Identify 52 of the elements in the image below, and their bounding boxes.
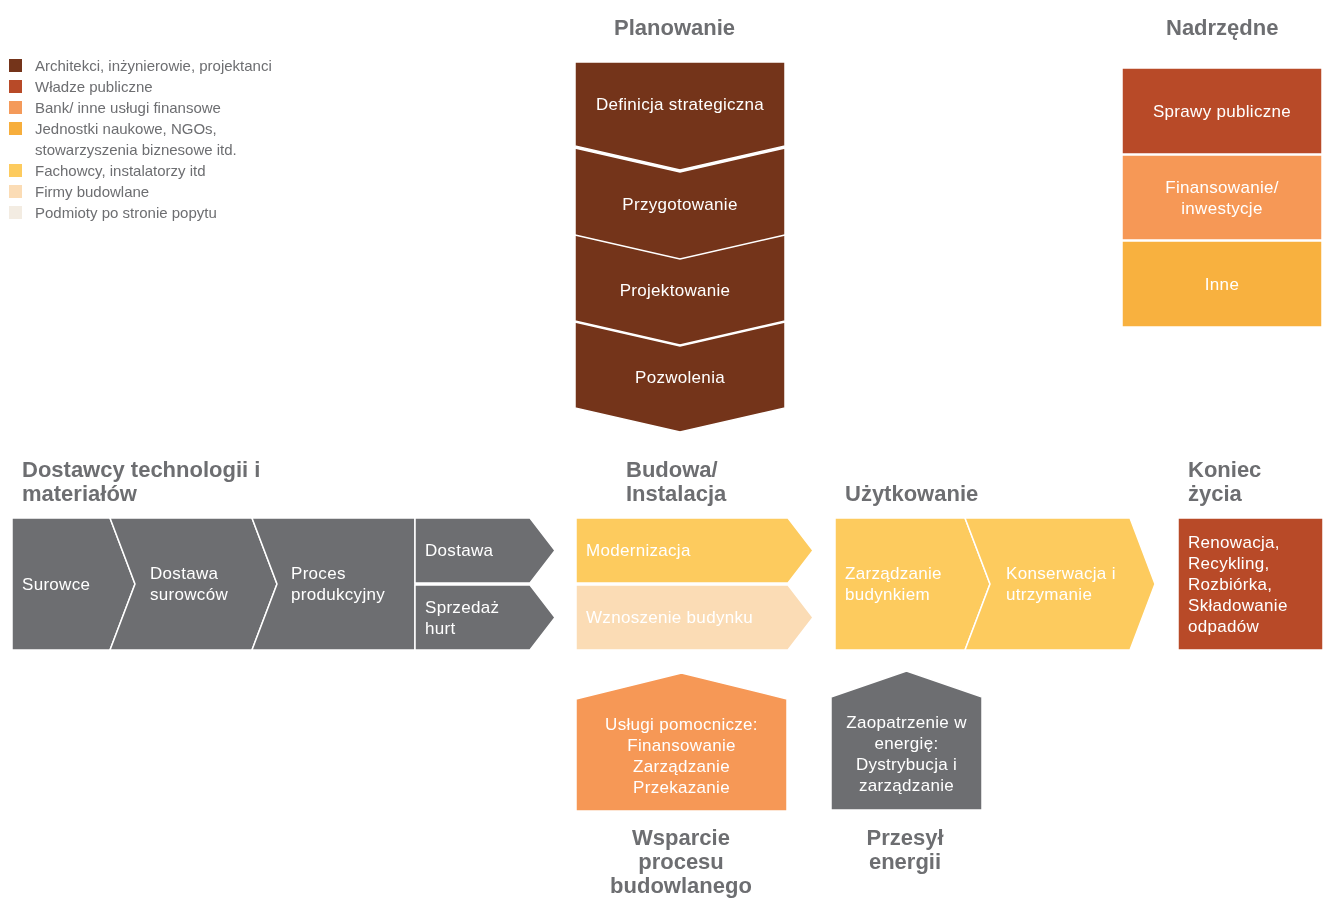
legend-label: Fachowcy, instalatorzy itd — [35, 161, 207, 181]
section-heading: Budowa/ Instalacja — [626, 458, 728, 506]
chevron-step — [576, 585, 813, 650]
step-label: Zarządzanie budynkiem — [845, 563, 943, 605]
pentagon-box — [831, 671, 982, 810]
step-label: Projektowanie — [619, 279, 731, 301]
legend-label: Architekci, inżynierowie, projektanci — [35, 56, 273, 76]
chevron-step — [415, 518, 555, 583]
step-label: Zaopatrzenie w energię: — [845, 711, 968, 754]
step-label: Sprzedaż hurt — [425, 596, 501, 639]
section-heading: Wsparcie procesu budowlanego — [609, 826, 753, 898]
step-label: Finansowanie/ inwestycje — [1164, 176, 1280, 219]
step-label: Inne — [1204, 273, 1240, 295]
step-label: Renowacja, Recykling, Rozbiórka, Składowanie odpadów — [1188, 531, 1289, 637]
step-label: Przekazanie — [633, 777, 730, 798]
step-label: Wznoszenie budynku — [586, 607, 753, 628]
chevron-step — [575, 235, 785, 345]
step-label: Finansowanie — [627, 735, 736, 756]
category-box — [1178, 518, 1323, 650]
step-label: Przygotowanie — [622, 193, 738, 215]
legend-label: Władze publiczne — [35, 77, 154, 97]
section-heading: Planowanie — [614, 16, 737, 40]
section-heading: Użytkowanie — [845, 482, 980, 506]
legend-label: Podmioty po stronie popytu — [35, 203, 218, 223]
step-label: Sprawy publiczne — [1152, 100, 1291, 122]
section-heading: Przesył energii — [865, 826, 945, 874]
pentagon-box — [576, 673, 787, 811]
section-heading: Nadrzędne — [1166, 16, 1280, 40]
category-box — [1122, 241, 1322, 327]
step-label: Pozwolenia — [635, 366, 725, 388]
step-label: Konserwacja i utrzymanie — [1006, 563, 1116, 605]
chevron-step — [835, 518, 990, 650]
step-label: Zarządzanie — [633, 756, 730, 777]
legend-label: Bank/ inne usługi finansowe — [35, 98, 222, 118]
chevron-step — [576, 518, 813, 583]
step-label: Proces produkcyjny — [291, 563, 386, 605]
category-box — [1122, 155, 1322, 240]
step-label: Usługi pomocnicze: — [605, 714, 758, 735]
section-heading: Koniec życia — [1188, 458, 1263, 506]
category-box — [1122, 68, 1322, 154]
legend-label: Firmy budowlane — [35, 182, 151, 202]
step-label: Modernizacja — [586, 540, 691, 561]
step-label: Dostawa — [425, 540, 494, 561]
legend-label: Jednostki naukowe, NGOs, stowarzyszenia biznesowe itd. — [35, 119, 238, 160]
chevron-step — [965, 518, 1155, 650]
step-label: Dystrybucja i zarządzanie — [854, 753, 959, 796]
chevron-step — [575, 148, 785, 260]
chevron-step — [575, 322, 785, 432]
step-label: Dostawa surowców — [150, 563, 229, 605]
section-heading: Dostawcy technologii i materiałów — [22, 458, 262, 506]
chevron-step — [415, 585, 555, 650]
chevron-step — [110, 518, 277, 650]
